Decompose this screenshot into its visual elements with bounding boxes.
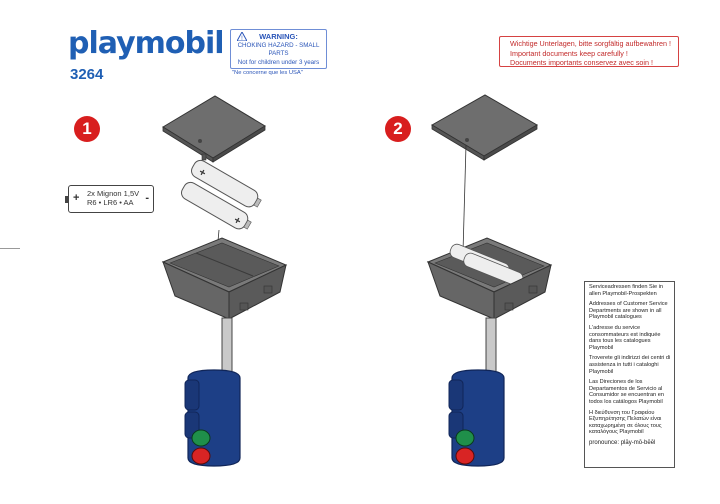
battery-lid-step2	[431, 94, 538, 161]
battery-case-step2	[426, 237, 553, 320]
battery-terminal-icon	[65, 196, 69, 203]
battery-lid-step1	[162, 95, 266, 163]
batteries-step1: + +	[181, 159, 262, 230]
warning-line-2: Not for children under 3 years	[237, 58, 320, 66]
keep-notice-en: Important documents keep carefully !	[510, 48, 628, 58]
choking-warning-box: ! WARNING: CHOKING HAZARD - SMALL PARTS …	[230, 29, 327, 69]
info-en: Addresses of Customer Service Department…	[589, 301, 668, 321]
signal-light-step2	[448, 369, 505, 467]
svg-text:+: +	[196, 166, 208, 180]
fold-mark	[0, 248, 20, 249]
pole-step2	[485, 317, 497, 379]
product-number: 3264	[70, 66, 104, 83]
keep-notice-fr: Documents importants conservez avec soin…	[510, 58, 654, 67]
signal-light-step1	[184, 369, 241, 467]
keep-notice-de: Wichtige Unterlagen, bitte sorgfältig au…	[510, 39, 672, 48]
battery-case-step1	[161, 237, 288, 320]
info-de: Serviceadressen finden Sie in allen Play…	[589, 284, 664, 297]
svg-text:+: +	[231, 214, 243, 228]
info-es: Las Direciones de los Departamentos de S…	[589, 379, 664, 405]
battery-spec-line-1: 2x Mignon 1,5V	[87, 189, 140, 198]
battery-spec-line-2: R6 • LR6 • AA	[87, 198, 134, 207]
svg-text:!: !	[241, 36, 243, 41]
battery-plus-sign: +	[73, 192, 80, 204]
service-info-box: Serviceadressen finden Sie in allen Play…	[584, 281, 675, 468]
battery-minus-sign: -	[145, 192, 149, 204]
battery-spec-label: + 2x Mignon 1,5V R6 • LR6 • AA -	[65, 185, 154, 213]
warning-line-1: CHOKING HAZARD - SMALL PARTS	[237, 42, 320, 58]
step-1-badge: 1	[74, 116, 100, 142]
usa-note: "Ne concerne que les USA"	[232, 70, 303, 76]
warning-triangle-icon: !	[237, 32, 247, 41]
pole-step1	[221, 317, 233, 379]
warning-title: WARNING:	[259, 32, 298, 41]
info-it: Troverete gli indirizzi dei centri di as…	[589, 355, 671, 375]
info-gr: Η διεύθυνση του Γραφείου Εξυπηρέτησης Πε…	[589, 409, 662, 436]
pronunciation: pronounce: plāy-mō-bēēl	[589, 439, 656, 446]
step-2-badge: 2	[385, 116, 411, 142]
keep-documents-notice: Wichtige Unterlagen, bitte sorgfältig au…	[499, 36, 679, 67]
info-fr: L'adresse du service consommateurs est i…	[589, 324, 661, 351]
playmobil-logo: playmobil	[68, 26, 225, 61]
